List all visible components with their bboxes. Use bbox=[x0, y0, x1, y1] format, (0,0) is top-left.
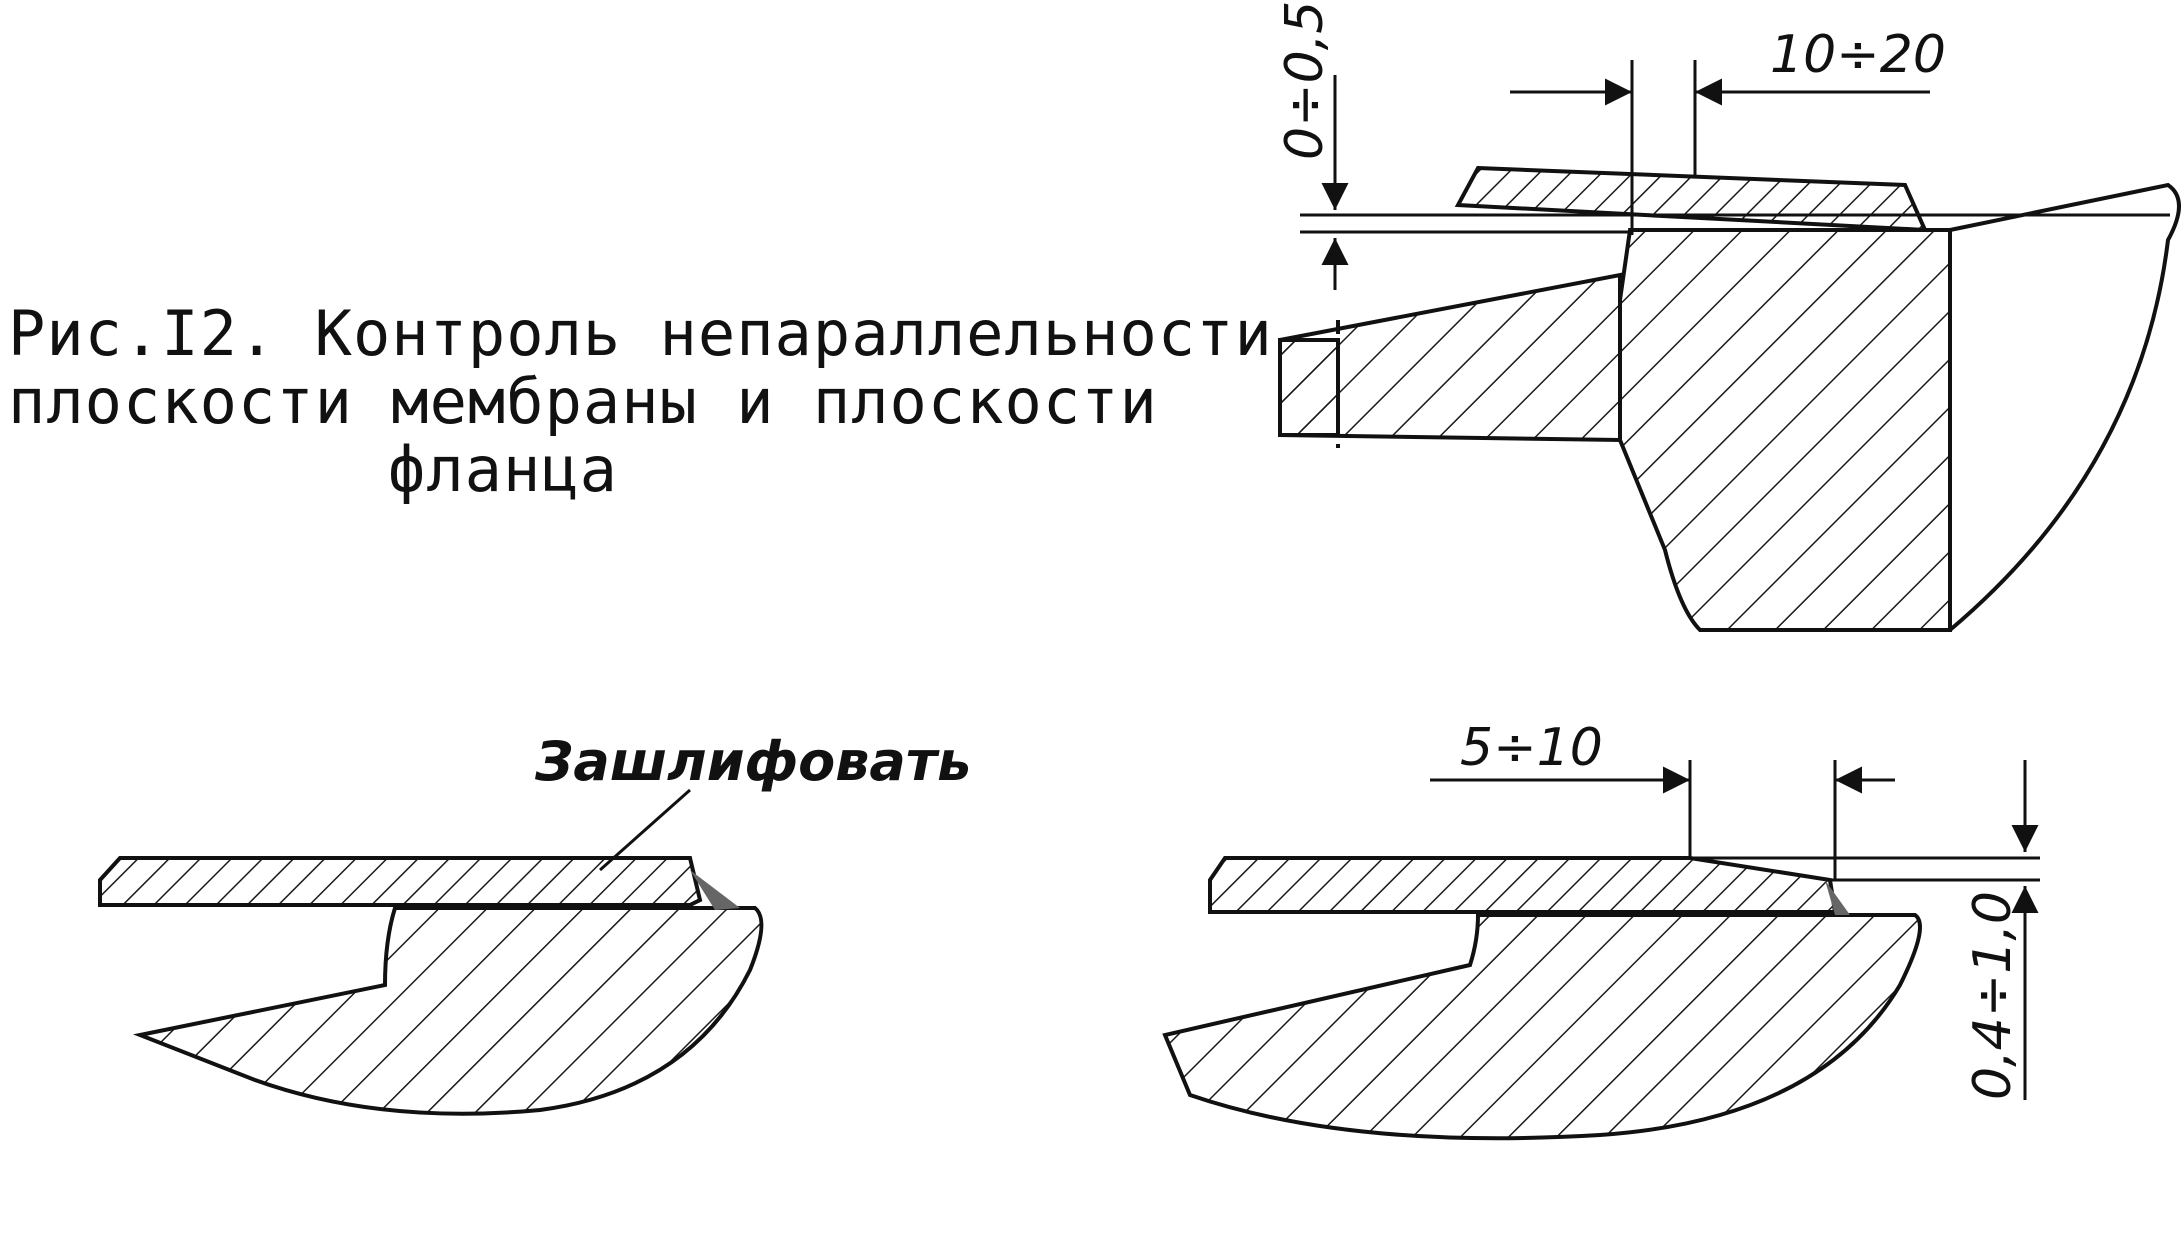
membrane-plate bbox=[1454, 165, 1929, 233]
flange-tip bbox=[1278, 338, 1340, 437]
weld-fillet-right bbox=[1825, 880, 1850, 915]
flange-outer bbox=[1948, 182, 2181, 632]
caption-line-2: плоскости мембраны и плоскости bbox=[8, 365, 1158, 438]
figure-top-right bbox=[1278, 60, 2181, 632]
flange-body-right bbox=[1162, 913, 1922, 1141]
dim-overlap-top: 10÷20 bbox=[1770, 25, 1946, 85]
caption-line-1: Рис.I2. Контроль непараллельности bbox=[8, 297, 1273, 370]
figure-bottom-left bbox=[98, 788, 764, 1116]
note-grind: Зашлифовать bbox=[534, 730, 971, 793]
dim-overlap-bottom: 5÷10 bbox=[1460, 718, 1603, 778]
figure-caption: Рис.I2. Контроль непараллельности плоско… bbox=[8, 297, 1273, 506]
caption-line-3: фланца bbox=[388, 433, 618, 506]
flange-body-left bbox=[132, 906, 764, 1116]
dim-gap-top: 0÷0,5 bbox=[1275, 1, 1335, 160]
figure-bottom-right bbox=[1162, 760, 2040, 1141]
dim-gap-bottom: 0,4÷1,0 bbox=[1963, 891, 2023, 1100]
membrane-plate-left bbox=[98, 856, 703, 907]
membrane-plate-right bbox=[1208, 856, 1838, 914]
flange-body bbox=[1618, 228, 1952, 632]
weld-fillet-left bbox=[690, 870, 740, 910]
